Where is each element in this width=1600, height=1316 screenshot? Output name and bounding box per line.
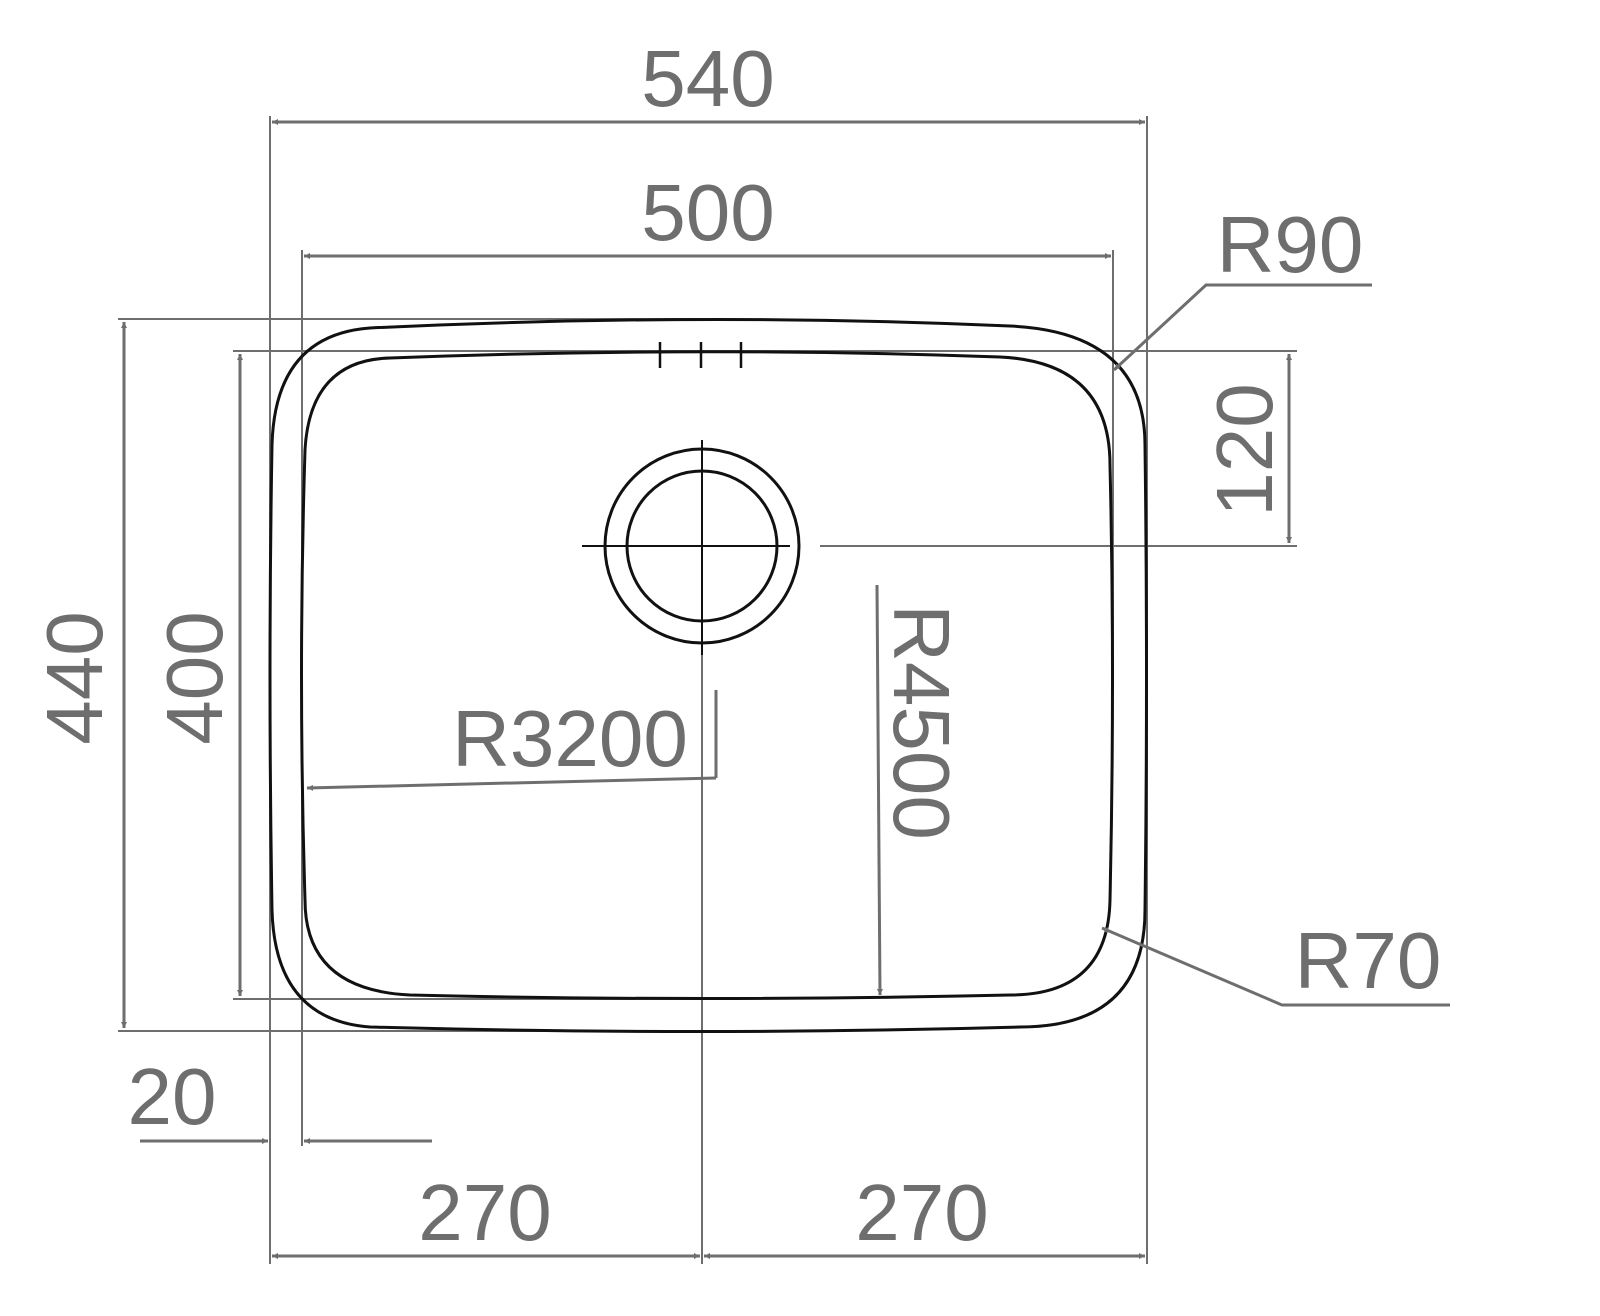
overall-depth-label: 440 — [30, 611, 119, 744]
extension-lines — [118, 116, 1297, 1264]
sink-outline — [268, 317, 1148, 1033]
bowl-width-label: 500 — [641, 168, 774, 257]
dimension-lines — [121, 119, 1450, 1259]
flange-label: 20 — [128, 1052, 217, 1141]
inner-corner-radius-label: R70 — [1295, 916, 1442, 1005]
outer-corner-radius-label: R90 — [1217, 200, 1364, 289]
drain — [582, 440, 801, 655]
right-half-label: 270 — [855, 1168, 988, 1257]
bowl-depth-label: 400 — [150, 611, 239, 744]
front-radius-label: R4500 — [877, 604, 966, 840]
left-half-label: 270 — [418, 1168, 551, 1257]
overall-width-label: 540 — [641, 34, 774, 123]
drain-offset-label: 120 — [1200, 383, 1289, 516]
side-radius-label: R3200 — [452, 694, 688, 783]
